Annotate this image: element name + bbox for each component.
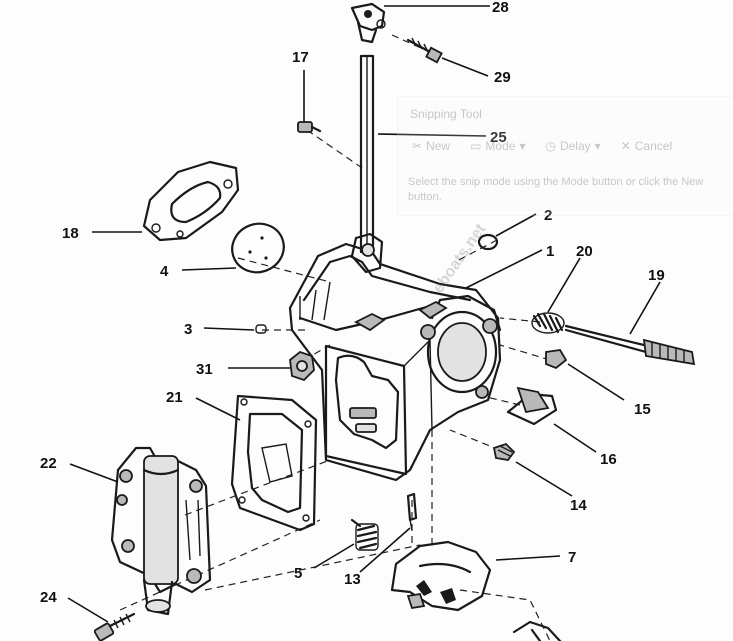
mode-icon: ▭ [470, 139, 482, 153]
part-5-spring [350, 518, 379, 551]
new-snip-button[interactable]: ✂ New [408, 137, 454, 155]
part-22-manifold [110, 446, 212, 616]
part-14-screw [492, 442, 516, 461]
chevron-down-icon: ▾ [519, 139, 526, 153]
part-labels: 28 29 17 25 18 4 3 31 21 22 24 5 13 7 14… [40, 0, 665, 606]
part-28-clip [350, 2, 386, 44]
cancel-button[interactable]: ✕ Cancel [617, 137, 676, 155]
cancel-label: Cancel [634, 139, 673, 153]
scissors-icon: ✂ [412, 139, 423, 153]
snipping-tool-hint: Select the snip mode using the Mode butt… [408, 176, 704, 203]
delay-button[interactable]: ◷ Delay ▾ [541, 137, 604, 155]
label-14: 14 [570, 497, 587, 514]
label-28: 28 [492, 0, 509, 16]
label-20: 20 [576, 243, 593, 260]
label-25: 25 [490, 129, 507, 146]
clock-icon: ◷ [545, 139, 556, 153]
label-29: 29 [494, 69, 511, 86]
snipping-tool-window[interactable]: Snipping Tool ✂ New ▭ Mode ▾ ◷ Delay ▾ ✕… [397, 96, 733, 216]
part-7-float [390, 540, 492, 612]
label-17: 17 [292, 49, 309, 66]
label-5: 5 [294, 565, 302, 582]
snipping-tool-toolbar: ✂ New ▭ Mode ▾ ◷ Delay ▾ ✕ Cancel [408, 137, 676, 155]
part-18-gasket [142, 160, 240, 242]
label-3: 3 [184, 321, 192, 338]
part-21-gasket [230, 394, 318, 532]
part-3-pin [255, 324, 267, 334]
label-13: 13 [344, 571, 361, 588]
part-13-needle [406, 492, 418, 531]
delay-label: Delay [559, 139, 591, 153]
part-4-diaphragm [231, 222, 285, 274]
part-15-plug [545, 349, 568, 370]
part-25-rod [359, 54, 375, 254]
part-17-bolt [297, 121, 322, 133]
part-2-washer [477, 233, 499, 251]
snipping-tool-title: Snipping Tool [410, 107, 482, 121]
label-21: 21 [166, 389, 183, 406]
label-19: 19 [648, 267, 665, 284]
mode-label: Mode [485, 139, 516, 153]
label-31: 31 [196, 361, 213, 378]
new-snip-label: New [426, 139, 451, 153]
leader-lines [67, 5, 661, 623]
part-16-bracket [506, 386, 558, 426]
part-1-carburetor-body [288, 232, 502, 482]
mode-button[interactable]: ▭ Mode ▾ [466, 137, 529, 155]
close-icon: ✕ [620, 139, 631, 153]
part-29-screw [406, 37, 443, 64]
part-19-needle-screw [564, 324, 696, 366]
label-18: 18 [62, 225, 79, 242]
part-24-bolt [93, 612, 136, 641]
chevron-down-icon: ▾ [594, 139, 601, 153]
label-2: 2 [544, 207, 552, 224]
label-24: 24 [40, 589, 57, 606]
label-15: 15 [634, 401, 651, 418]
label-22: 22 [40, 455, 57, 472]
label-16: 16 [600, 451, 617, 468]
part-31-nut [289, 350, 315, 382]
label-4: 4 [160, 263, 169, 280]
bottom-fragment [512, 620, 562, 641]
label-7: 7 [568, 549, 576, 566]
part-20-spring [531, 312, 565, 334]
label-1: 1 [546, 243, 554, 260]
